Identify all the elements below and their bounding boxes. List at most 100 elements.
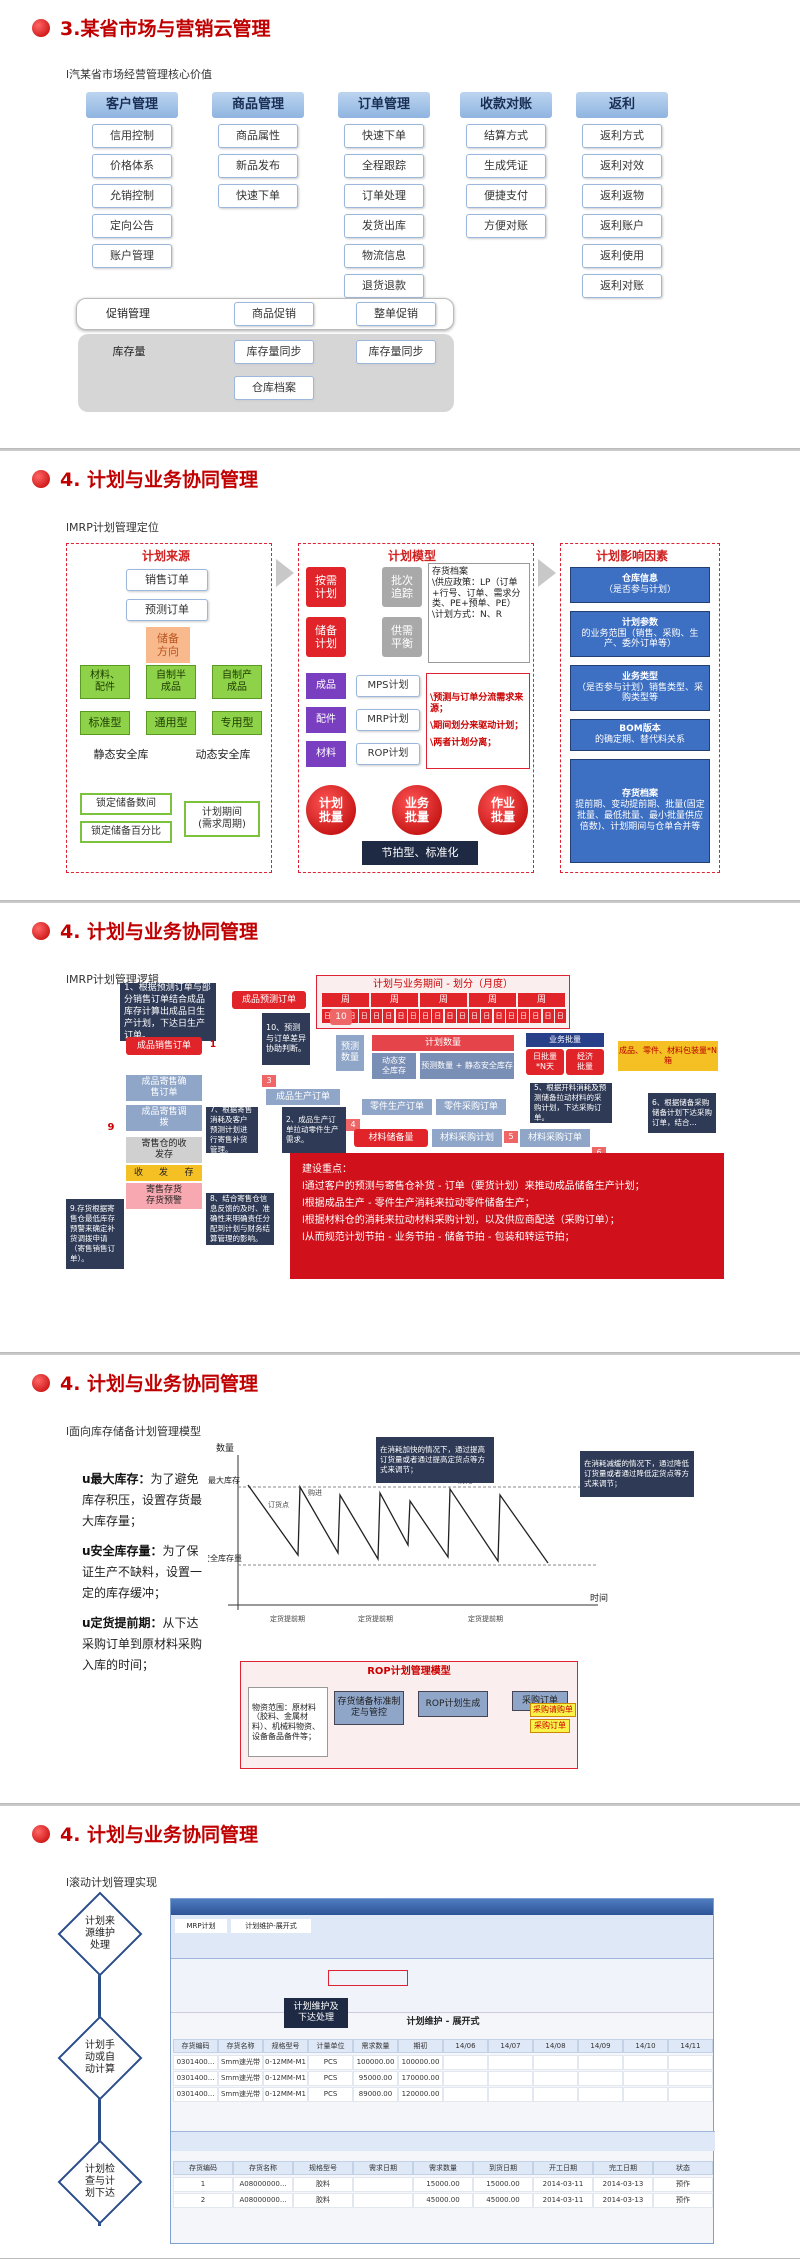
grid-cell: 2014-03-11 [533, 2177, 593, 2192]
column-item[interactable]: 全程跟踪 [344, 154, 424, 178]
grid-cell: 100000.00 [398, 2055, 443, 2070]
stock-item-warehouse[interactable]: 仓库档案 [234, 376, 314, 400]
mat-plan-box: 材料采购计划 [432, 1129, 502, 1147]
column-item[interactable]: 订单处理 [344, 184, 424, 208]
note-2: 2、成品生产订单拉动零件生产需求。 [282, 1107, 346, 1153]
consign-confirm-box: 成品寄售确 售订单 [126, 1075, 202, 1101]
mat-stock-box: 材料储备量 [354, 1129, 428, 1147]
column-item[interactable]: 方便对账 [466, 214, 546, 238]
grid-cell: 2 [173, 2193, 233, 2208]
grid-cell [578, 2087, 623, 2102]
rop-scope-box: 物资范围：原材料（胶料、金属材料）、机械料物资、设备备品备件等； [248, 1687, 328, 1757]
sales-order-box: 成品销售订单 [126, 1037, 202, 1055]
static-safe-label: 静态安全库 [78, 745, 164, 765]
title-text: 4. 计划与业务协同管理 [60, 1369, 258, 1396]
slide-title: 4. 计划与业务协同管理 [32, 1369, 258, 1396]
buy-label: 购进 [308, 1488, 322, 1497]
column-item[interactable]: 生成凭证 [466, 154, 546, 178]
factor-2: 计划参数的业务范围（销售、采购、生产、委外订单等） [570, 611, 710, 657]
grid-cell: 15000.00 [413, 2177, 473, 2192]
plan-notes-box: \预测与订单分流需求来源； \期间划分来驱动计划； \两者计划分离； [426, 673, 530, 769]
consign-store-box: 寄售仓的收 发存 [126, 1137, 202, 1163]
max-stock-text: u最大库存：为了避免库存积压，设置存货最大库存量； [82, 1469, 202, 1532]
column-item[interactable]: 返利方式 [582, 124, 662, 148]
key-points-title: 建设重点： [302, 1161, 352, 1178]
stock-warn-box: 寄售存货 存货预警 [126, 1183, 202, 1209]
flow-step-2: 计划手 动或自 动计算 [70, 2030, 130, 2086]
general-type-box: 通用型 [146, 711, 196, 735]
factor-body: 提前期、变动提前期、批量(固定批量、最低批量、最小批量供应倍数)、计划期间与仓单… [574, 800, 706, 832]
column-item[interactable]: 允销控制 [92, 184, 172, 208]
grid-cell: 120000.00 [398, 2087, 443, 2102]
day-cell: 日 [555, 1009, 566, 1023]
column-item[interactable]: 新品发布 [218, 154, 298, 178]
slide-subtitle: l面向库存储备计划管理模型 [66, 1423, 201, 1439]
grid-cell: 0-12MM-M1 [263, 2055, 308, 2070]
stock-direction-arrow: 储备 方向 [146, 627, 190, 663]
job-batch-circle: 作业 批量 [478, 785, 528, 835]
stock-label: 库存量 [84, 340, 174, 364]
tab-mrp[interactable]: MRP计划 [175, 1919, 227, 1933]
column-item[interactable]: 商品属性 [218, 124, 298, 148]
slide-rolling-plan: 4. 计划与业务协同管理 l滚动计划管理实现 计划来 源维护 处理 计划手 动或… [0, 1806, 800, 2259]
column-item[interactable]: 快速下单 [344, 124, 424, 148]
plan-tag: 材料 [306, 741, 346, 767]
column-item[interactable]: 返利使用 [582, 244, 662, 268]
grid-cell: 0-12MM-M1 [263, 2087, 308, 2102]
factors-title: 计划影响因素 [596, 547, 668, 564]
step-10: 10 [330, 1009, 352, 1025]
column-item[interactable]: 退货退款 [344, 274, 424, 298]
column-item[interactable]: 结算方式 [466, 124, 546, 148]
stock-item-sync-2[interactable]: 库存量同步 [356, 340, 436, 364]
column-item[interactable]: 返利账户 [582, 214, 662, 238]
column-item[interactable]: 信用控制 [92, 124, 172, 148]
safe-stock-text: u安全库存量：为了保证生产不缺料，设置一定的库存缓冲； [82, 1541, 202, 1604]
grid-header: 14/07 [488, 2039, 533, 2053]
safe-stock-head: u安全库存量： [82, 1544, 163, 1558]
note-6: 6、根据储备采购储备计划下达采购订单，结合... [648, 1093, 716, 1133]
factor-head: 仓库信息 [622, 574, 658, 585]
grid-header: 14/09 [578, 2039, 623, 2053]
promo-item-order[interactable]: 整单促销 [356, 302, 436, 326]
column-item[interactable]: 发货出库 [344, 214, 424, 238]
column-item[interactable]: 返利对账 [582, 274, 662, 298]
stock-item-sync-1[interactable]: 库存量同步 [234, 340, 314, 364]
rop-order-tag: 采购订单 [530, 1719, 570, 1733]
column-header: 收款对账 [460, 92, 552, 118]
grid-cell [533, 2071, 578, 2086]
column-item[interactable]: 返利对效 [582, 154, 662, 178]
column-item[interactable]: 定向公告 [92, 214, 172, 238]
bullet-dot-icon [32, 470, 50, 488]
grid-header: 规格型号 [293, 2161, 353, 2175]
ribbon-toolbar: MRP计划 计划维护-展开式 [171, 1915, 713, 1959]
grid-cell: 胶料 [293, 2177, 353, 2192]
forecast-qty-box: 预测 数量 [336, 1035, 364, 1071]
column-item[interactable]: 物流信息 [344, 244, 424, 268]
step-3: 3 [262, 1075, 276, 1087]
column-item[interactable]: 价格体系 [92, 154, 172, 178]
slide-title: 4. 计划与业务协同管理 [32, 917, 258, 944]
column-item[interactable]: 账户管理 [92, 244, 172, 268]
filter-area [171, 1959, 713, 2013]
day-cell: 日 [371, 1009, 382, 1023]
note-5: 5、根据开料消耗及预测储备拉动材料的采购计划，下达采购订单。 [530, 1083, 612, 1123]
batch-track-box: 批次 追踪 [382, 567, 422, 607]
title-text: 3.某省市场与营销云管理 [60, 14, 270, 41]
grid-cell [353, 2193, 413, 2208]
promo-item-goods[interactable]: 商品促销 [234, 302, 314, 326]
grid-header: 状态 [653, 2161, 713, 2175]
grid-header: 计量单位 [308, 2039, 353, 2053]
plan-type: MPS计划 [356, 675, 420, 697]
day-cell: 日 [445, 1009, 456, 1023]
bullet-dot-icon [32, 922, 50, 940]
column-item[interactable]: 返利返物 [582, 184, 662, 208]
column-item[interactable]: 便捷支付 [466, 184, 546, 208]
factor-4: BOM版本的确定期、替代料关系 [570, 719, 710, 751]
grid-cell: 1 [173, 2177, 233, 2192]
column-item[interactable]: 快速下单 [218, 184, 298, 208]
lead-time-head: u定货提前期： [82, 1616, 163, 1630]
slide-market-management: 3.某省市场与营销云管理 l汽某省市场经营管理核心价值 客户管理信用控制价格体系… [0, 0, 800, 449]
slide-title: 4. 计划与业务协同管理 [32, 1820, 258, 1847]
erp-window: MRP计划 计划维护-展开式 计划维护 - 展开式 存货编码存货名称规格型号计量… [170, 1898, 714, 2244]
tab-plan-maintain[interactable]: 计划维护-展开式 [231, 1919, 311, 1933]
